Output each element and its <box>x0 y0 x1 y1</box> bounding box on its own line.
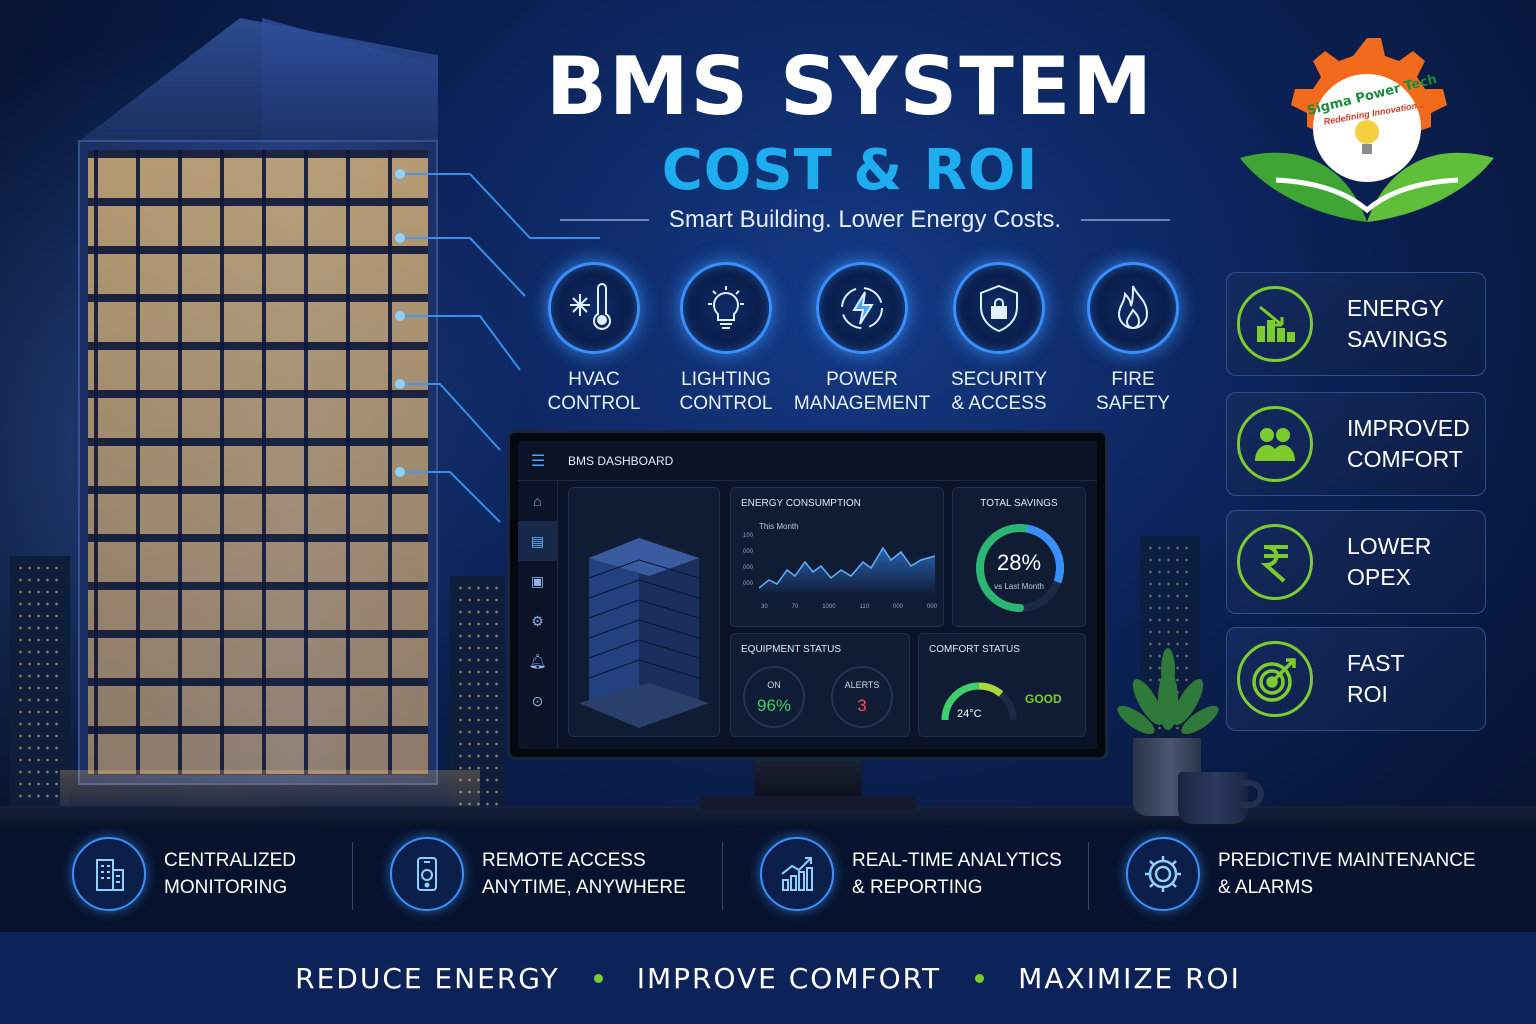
feature-label: SECURITY& ACCESS <box>950 369 1048 414</box>
monitor: ☰ BMS DASHBOARD ⌂ ▤ ▣ ⚙ 🔔︎ ⊙ <box>507 430 1108 760</box>
bottom-feature-maintenance: PREDICTIVE MAINTENANCE& ALARMS <box>1126 836 1476 912</box>
building-windows <box>88 150 428 775</box>
background-skyscraper <box>10 556 70 826</box>
comfort-temperature: 24°C <box>957 708 982 720</box>
divider <box>1088 842 1089 910</box>
footer-item: MAXIMIZE ROI <box>1018 961 1241 995</box>
smartphone-icon <box>390 837 464 911</box>
rupee-icon <box>1237 524 1313 600</box>
divider <box>352 842 353 910</box>
footer-item: REDUCE ENERGY <box>295 961 560 995</box>
plant-leaves <box>1117 648 1219 735</box>
equipment-alerts-indicator: ALERTS 3 <box>831 666 893 728</box>
comfort-status-title: COMFORT STATUS <box>929 644 1020 655</box>
gear-icon[interactable]: ⚙ <box>531 612 544 629</box>
feature-security: SECURITY& ACCESS <box>929 262 1069 416</box>
bottom-feature-label: REAL-TIME ANALYTICS& REPORTING <box>852 850 1062 898</box>
background-skyscraper <box>450 576 505 826</box>
bms-dashboard: ☰ BMS DASHBOARD ⌂ ▤ ▣ ⚙ 🔔︎ ⊙ <box>518 441 1097 749</box>
analytics-icon[interactable]: ▤ <box>518 521 557 561</box>
page-title: BMS SYSTEM <box>545 40 1155 133</box>
company-logo <box>1240 38 1494 222</box>
lightning-icon <box>816 262 908 354</box>
buildings-icon <box>72 837 146 911</box>
coffee-mug-handle <box>1240 780 1264 808</box>
bottom-feature-label: PREDICTIVE MAINTENANCE& ALARMS <box>1218 850 1476 898</box>
building-icon[interactable]: ▣ <box>530 572 545 589</box>
savings-caption: vs Last Month <box>994 582 1044 591</box>
equipment-status-panel: EQUIPMENT STATUS ON 96% ALERTS 3 <box>730 633 910 737</box>
lightbulb-icon <box>680 262 772 354</box>
total-savings-panel: TOTAL SAVINGS 28% vs Last Month <box>952 487 1086 627</box>
tagline-divider-left <box>560 219 649 221</box>
bar-chart-down-icon <box>1237 286 1313 362</box>
tagline-text: Smart Building. Lower Energy Costs. <box>668 206 1062 233</box>
dashboard-title: BMS DASHBOARD <box>568 453 674 468</box>
footer-banner: REDUCE ENERGY IMPROVE COMFORT MAXIMIZE R… <box>0 932 1536 1024</box>
thermometer-snowflake-icon <box>548 262 640 354</box>
page-subtitle: COST & ROI <box>661 138 1039 203</box>
tagline-divider-right <box>1081 219 1171 221</box>
footer-item: IMPROVE COMFORT <box>636 961 942 995</box>
energy-line-chart <box>759 546 935 596</box>
footer-separator-dot <box>975 973 985 983</box>
sensor-connector-lines <box>395 169 600 523</box>
equipment-on-indicator: ON 96% <box>743 666 805 728</box>
savings-gauge <box>976 524 1064 612</box>
flame-icon <box>1087 262 1179 354</box>
comfort-status-panel: COMFORT STATUS 24°C GOOD <box>918 633 1086 737</box>
growth-chart-icon <box>760 837 834 911</box>
target-icon <box>1237 641 1313 717</box>
shield-lock-icon <box>953 262 1045 354</box>
monitor-stand <box>754 760 862 800</box>
gear-icon <box>1126 837 1200 911</box>
settings-icon[interactable]: ⊙ <box>531 692 544 709</box>
footer-separator-dot <box>593 973 603 983</box>
equipment-status-title: EQUIPMENT STATUS <box>741 644 842 655</box>
total-savings-title: TOTAL SAVINGS <box>980 498 1058 509</box>
home-icon[interactable]: ⌂ <box>533 493 542 509</box>
bell-icon[interactable]: 🔔︎ <box>528 652 547 669</box>
building-3d-model <box>579 538 709 728</box>
bottom-feature-analytics: REAL-TIME ANALYTICS& REPORTING <box>760 836 1062 912</box>
dashboard-sidebar: ⌂ ▤ ▣ ⚙ 🔔︎ ⊙ <box>518 481 558 749</box>
savings-value: 28% <box>996 550 1042 575</box>
divider <box>722 842 723 910</box>
comfort-status-value: GOOD <box>1025 692 1062 706</box>
people-icon <box>1237 406 1313 482</box>
monitor-base <box>700 796 916 810</box>
building-model-panel <box>568 487 720 737</box>
chart-legend: This Month <box>759 522 799 531</box>
energy-consumption-title: ENERGY CONSUMPTION <box>741 498 861 509</box>
tagline: Smart Building. Lower Energy Costs. <box>560 206 1171 234</box>
coffee-mug <box>1178 772 1248 824</box>
comfort-gauge <box>941 682 1017 721</box>
dashboard-header: ☰ BMS DASHBOARD <box>518 441 1097 481</box>
menu-icon[interactable]: ☰ <box>530 452 546 470</box>
